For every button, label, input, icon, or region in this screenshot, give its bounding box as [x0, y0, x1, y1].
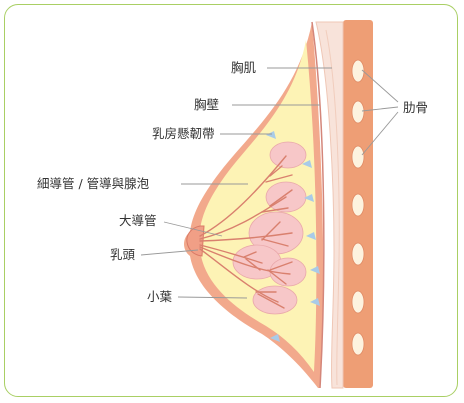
rib-section	[352, 243, 364, 265]
label-lobule: 小葉	[147, 289, 173, 304]
rib-section	[352, 333, 364, 355]
label-nipple: 乳頭	[110, 247, 136, 262]
label-suspensory-ligament: 乳房懸韌帶	[152, 126, 215, 141]
rib-section	[352, 60, 364, 82]
label-chest-muscle: 胸肌	[231, 60, 257, 75]
rib-section	[352, 194, 364, 216]
label-chest-wall: 胸壁	[194, 97, 219, 112]
rib-section	[352, 291, 364, 313]
label-ducts-alveoli: 細導管 / 管導與腺泡	[37, 176, 150, 191]
label-major-duct: 大導管	[119, 213, 157, 228]
rib-section	[352, 146, 364, 168]
label-ribs: 肋骨	[403, 100, 428, 115]
lobule	[270, 142, 306, 168]
rib-section	[352, 101, 364, 123]
